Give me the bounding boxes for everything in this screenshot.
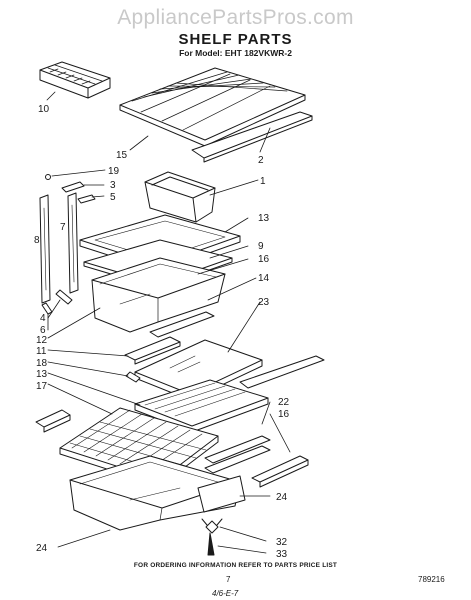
model-label: For Model: EHT 182VKWR-2 — [179, 48, 292, 58]
callout-14: 14 — [258, 273, 270, 284]
callout-15: 15 — [116, 150, 128, 161]
right-shelf-piece-part — [204, 435, 271, 474]
callout-7: 7 — [60, 222, 66, 233]
callout-1: 1 — [260, 176, 266, 187]
callout-32: 32 — [276, 537, 288, 548]
diagram-title: SHELF PARTS — [178, 31, 293, 48]
callout-16-lower: 16 — [278, 409, 290, 420]
left-support-rails-part — [39, 174, 96, 315]
callout-24-left: 24 — [36, 543, 48, 554]
hardware-part — [201, 518, 223, 556]
callout-17: 17 — [36, 381, 48, 392]
callout-2: 2 — [258, 155, 264, 166]
callout-33: 33 — [276, 549, 288, 560]
callout-23: 23 — [258, 297, 270, 308]
ice-tray-part — [39, 61, 111, 99]
crisper-frame-part — [134, 379, 269, 433]
watermark: AppliancePartsPros.com — [117, 6, 354, 29]
callout-3: 3 — [110, 180, 116, 191]
top-wire-shelf-part — [119, 67, 306, 147]
page-number: 7 — [226, 575, 231, 584]
document-code: 789216 — [418, 575, 445, 584]
callout-13-lower: 13 — [36, 369, 48, 380]
callout-6: 6 — [40, 325, 46, 336]
callout-24-right: 24 — [276, 492, 288, 503]
meat-keeper-drawer-part — [91, 257, 226, 333]
crisper-drawers-part — [69, 455, 246, 531]
small-bin-part — [144, 171, 216, 223]
ordering-info-footer: FOR ORDERING INFORMATION REFER TO PARTS … — [133, 562, 338, 569]
callout-16-upper: 16 — [258, 254, 270, 265]
callout-22: 22 — [278, 397, 290, 408]
right-trim-part — [251, 455, 309, 488]
callout-13-upper: 13 — [258, 213, 270, 224]
front-trim-part — [124, 336, 181, 365]
callout-10: 10 — [38, 104, 50, 115]
callout-11: 11 — [36, 346, 47, 357]
callout-12: 12 — [36, 335, 48, 346]
crisper-cover-trim-part — [239, 355, 325, 389]
handwritten-note: 4/6-E-7 — [212, 589, 239, 598]
callout-9: 9 — [258, 241, 264, 252]
callout-19: 19 — [108, 166, 120, 177]
drawer-trim-part — [149, 311, 215, 338]
callout-labels: 10 15 2 19 3 5 1 8 7 13 9 16 14 4 6 23 1… — [34, 104, 290, 560]
callout-5: 5 — [110, 192, 116, 203]
left-trim-part — [35, 409, 71, 433]
callout-4: 4 — [40, 313, 46, 324]
leader-lines — [46, 91, 291, 554]
callout-8: 8 — [34, 235, 40, 246]
top-shelf-trim-part — [191, 111, 313, 163]
callout-18: 18 — [36, 358, 48, 369]
cover-bracket-part — [125, 371, 141, 383]
